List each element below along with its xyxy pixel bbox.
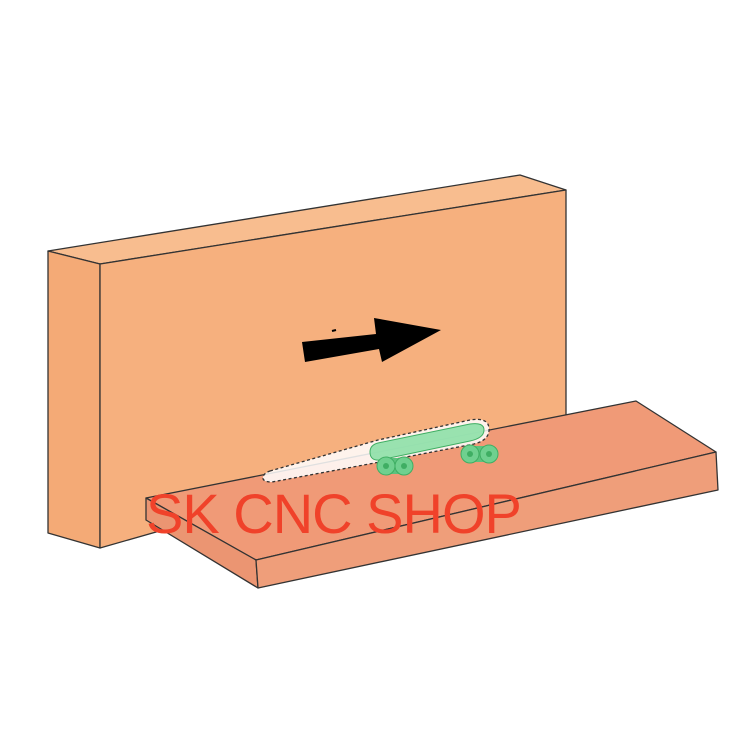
- connector-pin-right: [460, 444, 499, 464]
- upright-panel: [47, 174, 567, 549]
- arrow-right-icon: [302, 318, 441, 362]
- upright-panel-side-face: [47, 250, 101, 549]
- watermark-text: SK CNC SHOP: [146, 482, 522, 545]
- connector-pin-left: [376, 456, 414, 476]
- base-panel-front-face: [255, 451, 719, 589]
- connector-body: [369, 423, 485, 461]
- panel-connector-icon: [262, 418, 499, 483]
